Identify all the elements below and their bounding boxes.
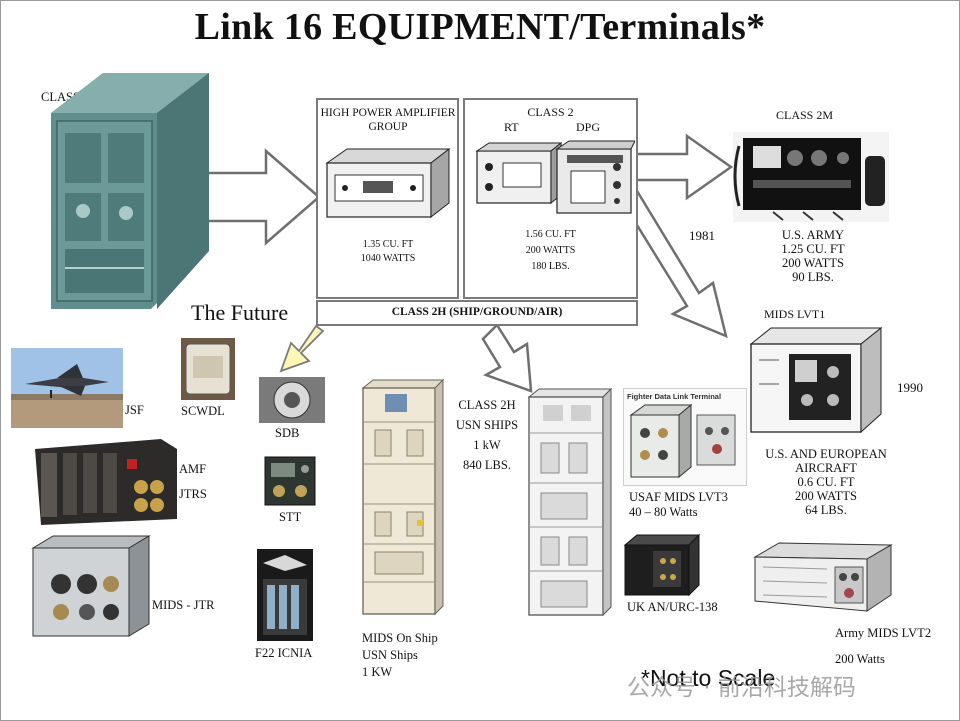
usaf-line1: USAF MIDS LVT3 [629, 490, 728, 504]
class2h-bar-label: CLASS 2H (SHIP/GROUND/AIR) [391, 306, 563, 318]
army-lvt2-line2: 200 Watts [835, 652, 885, 666]
jtrs-label: JTRS [179, 487, 207, 501]
future-arrow [279, 324, 325, 373]
class2m-title: CLASS 2M [776, 108, 834, 122]
class2-rt-label: RT [504, 120, 519, 134]
amf-jtrs-image [35, 439, 177, 525]
uk-label: UK AN/URC-138 [627, 600, 718, 614]
mids-on-ship-line2: USN Ships [362, 648, 418, 662]
class2h-line1: CLASS 2H [458, 398, 516, 412]
class2-spec-weight: 180 LBS. [531, 261, 570, 272]
watermark: 公众号 · 前沿科技解码 [627, 675, 856, 701]
mids-on-ship-cabinet-image [361, 378, 445, 616]
class2-title: CLASS 2 [527, 105, 574, 119]
mids-lvt1-title: MIDS LVT1 [764, 307, 826, 321]
class2h-cabinet-image [527, 387, 613, 617]
class2h-line3: 1 kW [473, 438, 501, 452]
class2-rt-dpg-image [475, 140, 635, 214]
uk-urc138-image [623, 533, 701, 597]
class2h-line4: 840 LBS. [463, 458, 511, 472]
jsf-label: JSF [125, 403, 144, 417]
class2-spec-volume: 1.56 CU. FT [525, 229, 576, 240]
mids-lvt1-line5: 64 LBS. [805, 503, 847, 517]
year-1981: 1981 [689, 228, 715, 243]
mids-lvt1-year: 1990 [897, 380, 923, 395]
class2h-bar [316, 300, 638, 326]
mids-lvt1-line4: 200 WATTS [795, 489, 857, 503]
arrow-bar-to-class2h [481, 323, 533, 393]
class1-cabinet-image [51, 73, 209, 309]
mids-jtr-label: MIDS - JTR [152, 598, 215, 612]
class2m-unit-image [733, 132, 889, 222]
sdb-label: SDB [275, 426, 300, 440]
usaf-mids-lvt3-image [629, 403, 736, 479]
stt-image [264, 456, 316, 506]
mids-lvt1-line1: U.S. AND EUROPEAN [765, 447, 887, 461]
army-mids-lvt2-image [753, 542, 893, 612]
class2m-line3: 200 WATTS [782, 256, 844, 270]
future-label: The Future [191, 300, 289, 325]
mids-jtr-image [31, 535, 151, 637]
usaf-line2: 40 – 80 Watts [629, 505, 698, 519]
jsf-image [11, 348, 123, 428]
class2-spec-power: 200 WATTS [525, 245, 576, 256]
hpag-unit-image [325, 147, 451, 219]
mids-on-ship-line1: MIDS On Ship [362, 631, 438, 645]
hpag-title: HIGH POWER AMPLIFIER GROUP [320, 107, 456, 133]
hpag-spec-power: 1040 WATTS [360, 253, 416, 264]
army-lvt2-line1: Army MIDS LVT2 [835, 626, 932, 640]
mids-lvt1-line3: 0.6 CU. FT [797, 475, 855, 489]
mids-lvt1-image [749, 326, 883, 434]
amf-label: AMF [179, 462, 207, 476]
arrow-class2-to-class2m [631, 133, 734, 201]
class2m-line4: 90 LBS. [792, 270, 834, 284]
scwdl-image [181, 338, 235, 400]
usaf-photo-caption: Fighter Data Link Terminal [627, 392, 722, 401]
sdb-image [259, 377, 325, 423]
stt-label: STT [279, 510, 302, 524]
mids-on-ship-line3: 1 KW [362, 665, 393, 679]
class2m-line2: 1.25 CU. FT [781, 242, 845, 256]
mids-lvt1-line2: AIRCRAFT [795, 461, 857, 475]
f22-icnia-image [257, 549, 313, 641]
arrow-class1-to-hpag [204, 148, 321, 246]
class2h-line2: USN SHIPS [455, 418, 519, 432]
slide-title: Link 16 EQUIPMENT/Terminals* [194, 6, 766, 48]
scwdl-label: SCWDL [181, 404, 225, 418]
hpag-spec-volume: 1.35 CU. FT [362, 239, 414, 250]
class2-dpg-label: DPG [576, 120, 601, 134]
not-to-scale-note: *Not to Scale [641, 665, 776, 691]
class2m-line1: U.S. ARMY [781, 228, 845, 242]
f22-icnia-label: F22 ICNIA [255, 646, 313, 660]
